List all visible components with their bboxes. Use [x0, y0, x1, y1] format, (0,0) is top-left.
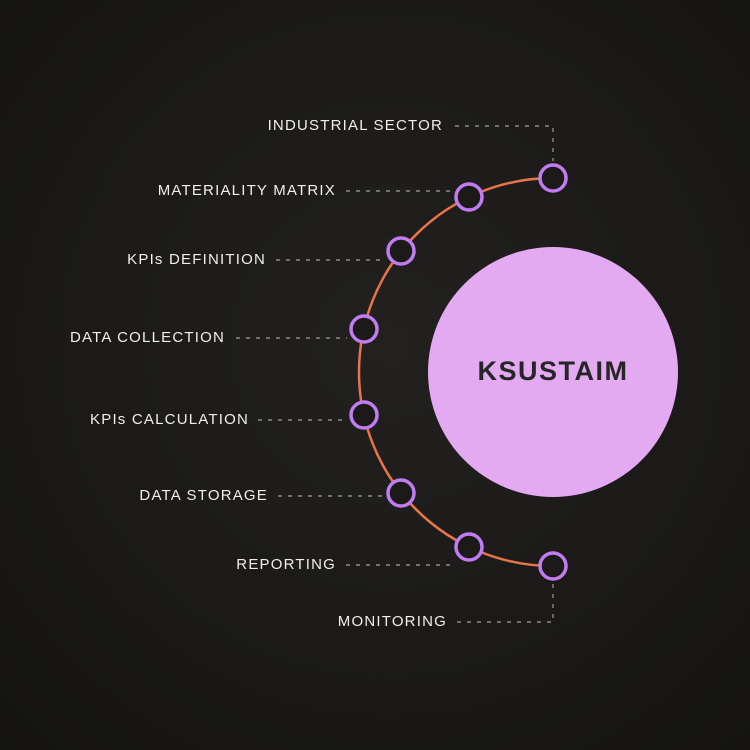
- step-node-kpis-definition: [386, 236, 416, 266]
- step-node-kpis-calculation: [349, 400, 379, 430]
- center-circle: [428, 247, 678, 497]
- connector-industrial-sector: [455, 125, 554, 161]
- step-label-monitoring: MONITORING: [337, 613, 447, 630]
- step-node-data-collection: [349, 314, 379, 344]
- step-node-data-storage: [386, 478, 416, 508]
- step-label-reporting: REPORTING: [236, 556, 336, 573]
- step-label-materiality-matrix: MATERIALITY MATRIX: [157, 182, 336, 199]
- step-label-industrial-sector: INDUSTRIAL SECTOR: [267, 117, 443, 134]
- step-node-reporting: [454, 532, 484, 562]
- step-node-industrial-sector: [538, 163, 568, 193]
- step-node-materiality-matrix: [454, 182, 484, 212]
- step-node-monitoring: [538, 551, 568, 581]
- step-label-data-collection: DATA COLLECTION: [70, 329, 225, 346]
- step-label-kpis-calculation: KPIs CALCULATION: [90, 411, 249, 428]
- step-label-data-storage: DATA STORAGE: [139, 487, 268, 504]
- step-label-kpis-definition: KPIs DEFINITION: [127, 251, 266, 268]
- connector-monitoring: [457, 582, 554, 623]
- center-title: KSUSTAIM: [477, 356, 629, 386]
